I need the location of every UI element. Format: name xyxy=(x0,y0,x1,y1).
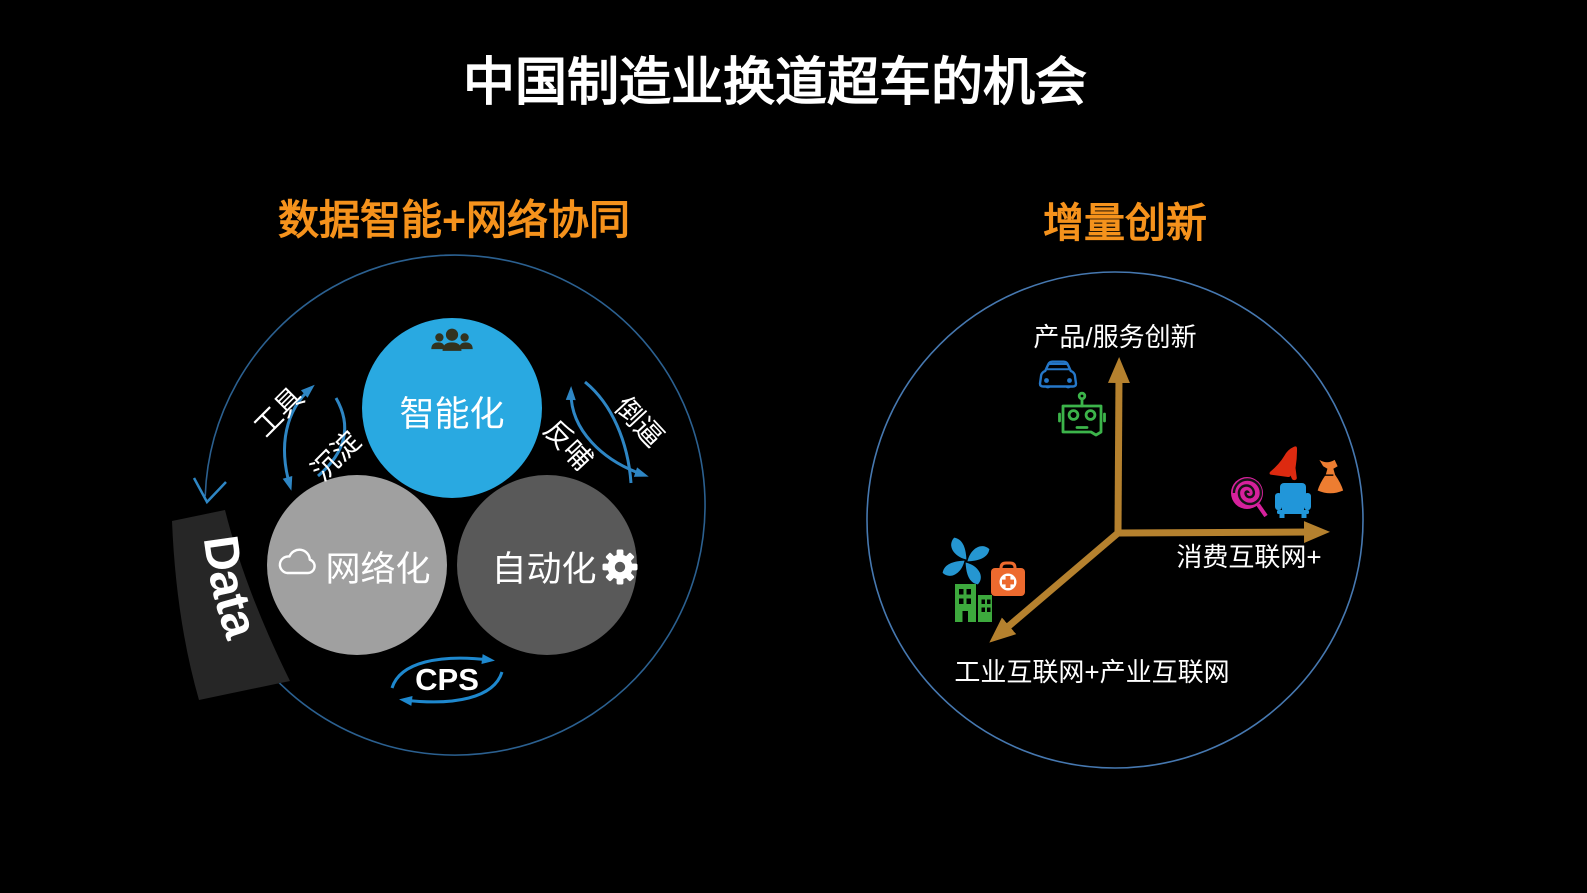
gear-icon xyxy=(602,549,638,585)
arc-feed xyxy=(584,380,633,484)
label-force: 倒逼 xyxy=(609,391,670,453)
cps-arrow-bottom xyxy=(399,671,504,706)
dress-icon xyxy=(1317,459,1344,494)
right-heading: 增量创新 xyxy=(1043,200,1207,246)
ring-arrowhead-icon xyxy=(192,477,227,505)
circle-network xyxy=(267,475,447,655)
left-diagram: Data xyxy=(172,254,706,756)
pinwheel-icon xyxy=(942,537,990,585)
arrow-tool-settle xyxy=(282,384,315,491)
high-heel-icon xyxy=(1269,446,1298,481)
axis-up xyxy=(1107,357,1130,534)
outer-ring-right xyxy=(866,271,1364,769)
buildings-icon xyxy=(955,584,992,622)
axis-right xyxy=(1117,521,1330,544)
armchair-icon xyxy=(1275,483,1311,518)
robot-icon xyxy=(1058,391,1106,437)
axis-down-label: 工业互联网+产业互联网 xyxy=(954,657,1229,687)
label-feed: 反哺 xyxy=(538,414,599,476)
circle-automation-label: 自动化 xyxy=(491,550,596,589)
circle-intelligent xyxy=(362,318,542,498)
first-aid-kit-icon xyxy=(991,561,1025,596)
car-icon xyxy=(1038,360,1078,389)
arc-settle xyxy=(317,397,347,478)
right-diagram: 产品/服务创新 消费互联网+ 工业互联网+产业互联网 xyxy=(866,271,1364,769)
outer-ring xyxy=(204,254,706,756)
lollipop-icon xyxy=(1231,477,1268,518)
axis-right-label: 消费互联网+ xyxy=(1176,542,1321,572)
cps-arrow-top xyxy=(390,654,495,689)
left-heading: 数据智能+网络协同 xyxy=(278,197,630,243)
slide-title: 中国制造业换道超车的机会 xyxy=(462,54,1088,112)
cloud-icon xyxy=(278,548,316,575)
axis-down-left xyxy=(989,530,1121,643)
circle-network-label: 网络化 xyxy=(325,550,430,589)
circle-automation xyxy=(457,475,637,655)
cps-label: CPS xyxy=(415,662,479,697)
data-banner: Data xyxy=(172,510,290,700)
people-icon xyxy=(431,328,473,351)
label-tool: 工具 xyxy=(248,381,310,443)
circle-intelligent-label: 智能化 xyxy=(399,395,504,434)
axis-up-label: 产品/服务创新 xyxy=(1033,322,1196,352)
